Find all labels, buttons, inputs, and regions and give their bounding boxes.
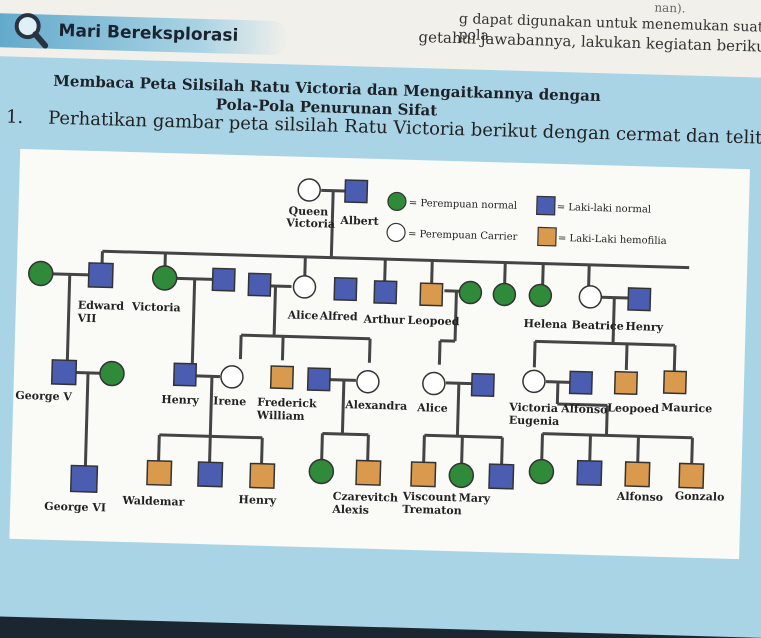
alfred-label: Alfred [319,309,359,323]
arthur-symbol [374,281,397,304]
g4-brother-symbol [489,464,514,489]
arthur-label: Arthur [362,313,405,327]
alice-symbol [293,276,316,299]
queen-victoria-symbol [298,179,321,202]
czarevitch-alexis-symbol [356,460,381,485]
alfonso-g2-symbol [570,371,593,394]
helena-label: Helena [523,317,567,331]
beatrice-label: Beatrice [571,318,624,332]
irene-symbol [221,366,244,389]
george-v-label: George V [15,389,72,404]
sister-symbol [493,283,516,306]
legend-hemophilia-male-icon [538,227,556,245]
book-page: nan). g dapat digunakan untuk menemukan … [0,0,761,620]
beatrice-symbol [579,286,602,309]
trematon-label: Trematon [402,503,462,518]
henry-g1-symbol [628,288,651,311]
henry-g2-label: Henry [161,393,200,407]
leopoed-wife-symbol [459,281,482,304]
leopoed-g2-label: Leopoed [607,401,659,415]
alfred-symbol [334,278,357,301]
leopoed-symbol [420,283,443,306]
gonzalo-label: Gonzalo [675,489,725,503]
alfonso-g2-label: Alfonso [560,402,608,416]
alfonso-g3-label: Alfonso [616,490,664,504]
legend-normal-male: = Laki-laki normal [557,202,652,216]
g4-sigismund-symbol [198,462,223,487]
henry-g1-label: Henry [625,320,664,334]
alfonso-g3-symbol [625,462,650,487]
henry-g2-symbol [174,363,197,386]
edward-vii-symbol [88,263,113,288]
alice-g2-husband-symbol [472,374,495,397]
victoria-husband-symbol [212,268,235,291]
magnifier-icon [10,9,51,50]
helena-symbol [529,284,552,307]
alice-label: Alice [287,308,319,322]
legend-normal-male-icon [537,196,555,214]
header-fragment: nan). [654,1,685,16]
henry-g3-label: Henry [238,493,277,507]
g4-daughter-symbol [529,459,554,484]
alexandra-label: Alexandra [344,398,407,413]
victoria-label: Victoria [131,300,181,314]
g4-grand-duchess-symbol [309,459,334,484]
albert-symbol [345,180,368,203]
alice-husband-symbol [248,273,271,296]
alice-g2-symbol [423,372,446,395]
gonzalo-symbol [679,463,704,488]
legend-normal-female: = Perempuan normal [409,198,518,212]
alexandra-husband-symbol [308,368,331,391]
g4-son-symbol [577,461,602,486]
george-v-wife-symbol [100,361,125,386]
albert-label: Albert [339,214,380,228]
leopoed-label: Leopoed [407,314,459,328]
edward-vii-label: VII [76,312,96,326]
legend-carrier-female: = Perempuan Carrier [408,229,518,243]
alexis-label: Alexis [331,503,369,517]
henry-g3-symbol [250,463,275,488]
legend-carrier-female-icon [387,223,405,241]
mary-label: Mary [458,491,490,505]
victoria-g2-symbol [152,266,177,291]
leopoed-g2-symbol [615,372,638,395]
edward-label: Edward [78,299,125,313]
legend-normal-female-icon [388,192,406,210]
pedigree-svg: QueenVictoria Albert = Perempuan normal … [9,149,750,559]
victoria-eugenia-symbol [523,370,546,393]
irene-label: Irene [213,394,246,408]
victoria-eugenia-label-2: Eugenia [509,414,560,428]
george-vi-label: George VI [44,500,106,515]
alice-g2-label: Alice [416,401,448,415]
george-vi-symbol [71,465,98,492]
legend-hemophilia-male: = Laki-Laki hemofilia [558,233,667,247]
frederick-william-symbol [271,366,294,389]
question-number: 1. [6,107,24,128]
george-v-symbol [52,360,77,385]
pedigree-lines [47,183,699,483]
waldemar-label: Waldemar [121,494,184,509]
alexandra-symbol [357,370,380,393]
viscount-trematon-symbol [411,462,436,487]
queen-victoria-label: QueenVictoria [285,204,335,230]
mary-symbol [449,463,474,488]
pedigree-chart: QueenVictoria Albert = Perempuan normal … [9,149,750,559]
william-label: William [256,409,305,423]
maurice-symbol [664,371,687,394]
waldemar-symbol [147,461,172,486]
maurice-label: Maurice [661,401,712,415]
gen2-edward-wife-symbol [28,261,53,286]
